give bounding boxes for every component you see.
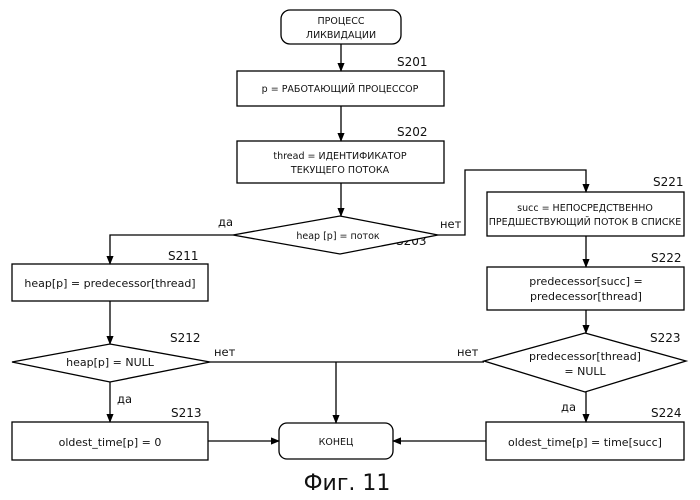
step-label-s221: S221 <box>653 175 684 189</box>
s222-text-1: predecessor[succ] = <box>529 275 642 288</box>
process-box-s224: oldest_time[p] = time[succ] <box>486 422 684 460</box>
s212-no-label: нет <box>214 345 236 359</box>
process-box-s202: thread = ИДЕНТИФИКАТОР ТЕКУЩЕГО ПОТОКА <box>237 141 444 183</box>
s221-text-1: succ = НЕПОСРЕДСТВЕННО <box>517 203 653 214</box>
start-node: ПРОЦЕСС ЛИКВИДАЦИИ <box>281 10 401 44</box>
end-text: КОНЕЦ <box>319 437 354 448</box>
s223-text-2: = NULL <box>564 365 606 378</box>
s213-text: oldest_time[p] = 0 <box>59 436 162 449</box>
decision-s212: heap[p] = NULL <box>12 344 210 382</box>
start-line-1: ПРОЦЕСС <box>318 16 365 27</box>
s224-text: oldest_time[p] = time[succ] <box>508 436 662 449</box>
step-label-s211: S211 <box>168 249 199 263</box>
decision-s203: heap [p] = поток <box>233 216 438 254</box>
s212-text: heap[p] = NULL <box>66 356 155 369</box>
s202-text-2: ТЕКУЩЕГО ПОТОКА <box>290 165 390 176</box>
s203-yes-label: да <box>218 215 233 229</box>
step-label-s224: S224 <box>651 406 682 420</box>
step-label-s213: S213 <box>171 406 202 420</box>
start-line-2: ЛИКВИДАЦИИ <box>306 30 376 41</box>
s212-yes-label: да <box>117 392 132 406</box>
step-label-s212: S212 <box>170 331 201 345</box>
s203-no-label: нет <box>440 217 462 231</box>
process-box-s201: p = РАБОТАЮЩИЙ ПРОЦЕССОР <box>237 71 444 106</box>
process-box-s211: heap[p] = predecessor[thread] <box>12 264 208 301</box>
step-label-s222: S222 <box>651 251 682 265</box>
s223-yes-label: да <box>561 400 576 414</box>
end-node: КОНЕЦ <box>279 423 393 459</box>
s201-text: p = РАБОТАЮЩИЙ ПРОЦЕССОР <box>262 83 419 95</box>
s221-text-2: ПРЕДШЕСТВУЮЩИЙ ПОТОК В СПИСКЕ <box>489 216 682 228</box>
s203-text: heap [p] = поток <box>296 231 380 242</box>
process-box-s222: predecessor[succ] = predecessor[thread] <box>487 267 684 310</box>
s223-no-label: нет <box>457 345 479 359</box>
figure-caption: Фиг. 11 <box>304 471 391 496</box>
s202-text-1: thread = ИДЕНТИФИКАТОР <box>273 151 407 162</box>
step-label-s201: S201 <box>397 55 428 69</box>
s223-text-1: predecessor[thread] <box>529 350 641 363</box>
s222-text-2: predecessor[thread] <box>530 290 642 303</box>
process-box-s213: oldest_time[p] = 0 <box>12 422 208 460</box>
step-label-s223: S223 <box>650 331 681 345</box>
process-box-s221: succ = НЕПОСРЕДСТВЕННО ПРЕДШЕСТВУЮЩИЙ ПО… <box>487 192 684 236</box>
step-label-s202: S202 <box>397 125 428 139</box>
s211-text: heap[p] = predecessor[thread] <box>24 277 195 290</box>
